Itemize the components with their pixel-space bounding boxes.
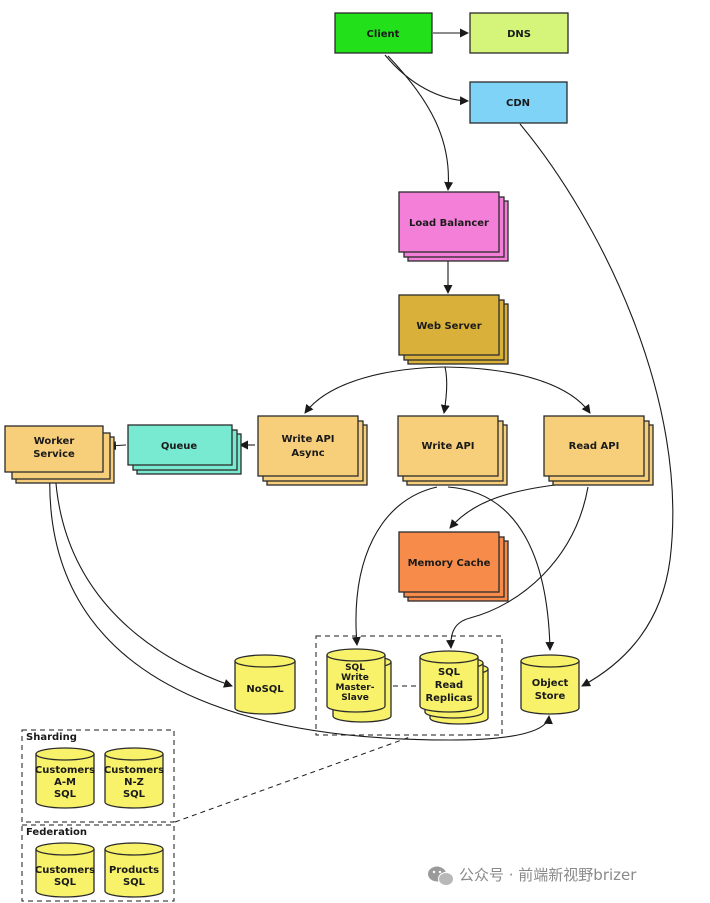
sql-read-label-3: Replicas	[425, 693, 472, 704]
cdn-label: CDN	[506, 98, 530, 109]
edge-client-cdn	[384, 54, 469, 106]
edge-web-writeasync	[304, 366, 446, 414]
customers-am-label-3: SQL	[54, 789, 77, 800]
load-balancer-label: Load Balancer	[409, 218, 489, 229]
worker-service-label-2: Service	[33, 449, 75, 460]
products-sql-node[interactable]: Products SQL	[104, 842, 164, 898]
queue-label: Queue	[161, 441, 198, 452]
products-sql-label-2: SQL	[123, 877, 146, 888]
sql-cluster-box	[315, 635, 503, 736]
edge-web-readapi	[444, 366, 591, 414]
wechat-icon	[428, 866, 454, 886]
edge-readapi-sqlread	[446, 486, 589, 649]
edge-writeapi-sqlwrite	[351, 486, 438, 646]
object-store-node[interactable]: Object Store	[520, 654, 580, 715]
queue-node[interactable]: Queue	[127, 424, 242, 475]
client-label: Client	[367, 29, 400, 40]
customers-sql-label-2: SQL	[54, 877, 77, 888]
write-api-node[interactable]: Write API	[397, 415, 508, 486]
object-store-label-2: Store	[535, 691, 566, 702]
sql-write-label-4: Slave	[341, 693, 369, 703]
customers-nz-label-1: Customers	[104, 765, 164, 776]
sql-read-label-1: SQL	[438, 667, 461, 678]
read-api-node[interactable]: Read API	[543, 415, 654, 486]
read-api-label: Read API	[569, 441, 620, 452]
worker-service-node[interactable]: Worker Service	[4, 425, 115, 484]
customers-am-label-1: Customers	[35, 765, 95, 776]
edge-readapi-cache	[449, 484, 556, 529]
cdn-node[interactable]: CDN	[469, 81, 568, 124]
sql-write-label-1: SQL	[345, 663, 365, 673]
nosql-node[interactable]: NoSQL	[234, 654, 296, 715]
dns-label: DNS	[507, 29, 531, 40]
edges	[49, 28, 674, 823]
write-api-async-label-2: Async	[291, 448, 324, 459]
web-server-node[interactable]: Web Server	[398, 294, 509, 365]
nosql-label: NoSQL	[246, 684, 284, 695]
load-balancer-node[interactable]: Load Balancer	[398, 191, 509, 262]
sql-write-label-3: Master-	[336, 683, 375, 693]
watermark-text: 公众号 · 前端新视野brizer	[459, 866, 637, 884]
edge-cdn-objectstore	[519, 123, 674, 687]
edge-client-lb	[387, 55, 454, 191]
watermark: 公众号 · 前端新视野brizer	[428, 866, 637, 886]
edge-web-writeapi	[440, 366, 450, 414]
customers-nz-node[interactable]: Customers N-Z SQL	[104, 747, 164, 809]
customers-sql-node[interactable]: Customers SQL	[35, 842, 95, 898]
write-api-label: Write API	[421, 441, 474, 452]
customers-nz-label-2: N-Z	[124, 777, 144, 788]
edge-worker-nosql	[54, 469, 233, 688]
sql-read-node[interactable]: SQL Read Replicas	[419, 650, 489, 725]
memory-cache-label: Memory Cache	[408, 558, 491, 569]
worker-service-label-1: Worker	[34, 436, 75, 447]
sql-write-label-2: Write	[341, 673, 369, 683]
write-api-async-node[interactable]: Write API Async	[257, 415, 368, 486]
federation-group-box	[21, 824, 175, 902]
products-sql-label-1: Products	[109, 865, 159, 876]
sharding-group-box	[21, 729, 175, 823]
customers-nz-label-3: SQL	[123, 789, 146, 800]
federation-label: Federation	[26, 827, 87, 838]
dns-node[interactable]: DNS	[469, 12, 569, 54]
write-api-async-label-1: Write API	[281, 434, 334, 445]
memory-cache-node[interactable]: Memory Cache	[398, 531, 509, 602]
sql-read-label-2: Read	[435, 680, 463, 691]
customers-am-label-2: A-M	[54, 777, 76, 788]
web-server-label: Web Server	[416, 321, 481, 332]
edge-writeapi-objectstore	[447, 486, 555, 651]
client-node[interactable]: Client	[334, 12, 433, 54]
customers-am-node[interactable]: Customers A-M SQL	[35, 747, 95, 809]
customers-sql-label-1: Customers	[35, 865, 95, 876]
sql-write-node[interactable]: SQL Write Master- Slave	[326, 648, 392, 723]
edge-worker-objectstore	[49, 469, 553, 741]
object-store-label-1: Object	[532, 678, 569, 689]
edge-groups-sql	[174, 736, 411, 823]
sharding-label: Sharding	[26, 732, 77, 743]
